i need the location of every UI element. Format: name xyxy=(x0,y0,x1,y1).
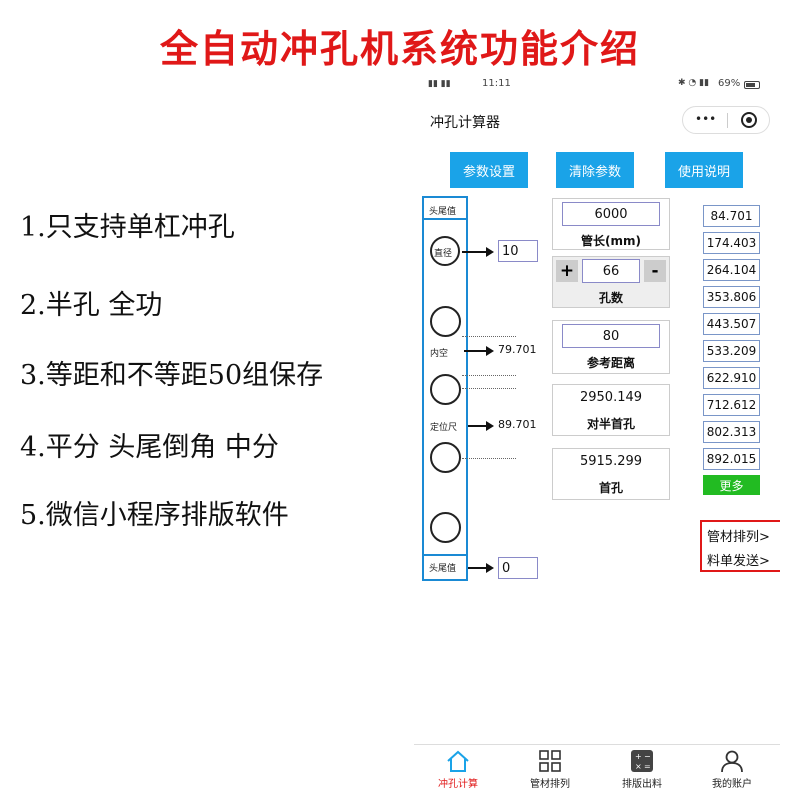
half-first-hole-box xyxy=(552,384,670,436)
bottom-nav: 冲孔计算 管材排列 +−×= 排版出料 我的账户 xyxy=(414,744,780,800)
diameter-input[interactable]: 10 xyxy=(498,240,538,262)
hole-circle xyxy=(430,442,461,473)
feature-1: 1.只支持单杠冲孔 xyxy=(20,212,235,243)
status-bar: ▮▮ ▮▮ 11:11 ✱ ◔ ▮▮ 69% xyxy=(414,76,780,96)
nav-label: 管材排列 xyxy=(530,779,570,790)
inner-space-value: 79.701 xyxy=(498,343,537,356)
half-first-hole-value: 2950.149 xyxy=(579,390,643,405)
tail-value-input[interactable]: 0 xyxy=(498,557,538,579)
diameter-label: 直径 xyxy=(434,249,453,259)
result-cell: 622.910 xyxy=(703,367,760,389)
send-list-link[interactable]: 料单发送> xyxy=(707,554,770,569)
links-box xyxy=(700,520,780,572)
nav-punch-calc[interactable]: 冲孔计算 xyxy=(418,745,498,790)
wifi-icon: ✱ ◔ ▮▮ xyxy=(678,78,710,88)
diameter-arrow xyxy=(462,247,494,257)
nav-my-account[interactable]: 我的账户 xyxy=(692,745,772,790)
calculator-icon: +−×= xyxy=(629,749,655,773)
locate-ruler-label: 定位尺 xyxy=(430,423,458,433)
ref-distance-label: 参考距离 xyxy=(586,356,635,370)
feature-3: 3.等距和不等距50组保存 xyxy=(20,360,324,391)
help-button[interactable]: 使用说明 xyxy=(665,152,743,188)
result-cell: 443.507 xyxy=(703,313,760,335)
inner-space-arrow xyxy=(464,346,494,356)
params-settings-button[interactable]: 参数设置 xyxy=(450,152,528,188)
close-circle-icon[interactable] xyxy=(741,112,757,128)
nav-layout-output[interactable]: +−×= 排版出料 xyxy=(602,745,682,790)
hole-circle xyxy=(430,374,461,405)
capsule-menu: ••• xyxy=(682,106,770,134)
feature-4: 4.平分 头尾倒角 中分 xyxy=(20,432,279,463)
tube-length-input[interactable]: 6000 xyxy=(562,202,660,226)
ref-distance-box xyxy=(552,320,670,374)
feature-2: 2.半孔 全功 xyxy=(20,290,163,321)
first-hole-box xyxy=(552,448,670,500)
svg-text:+: + xyxy=(635,752,642,761)
first-hole-value: 5915.299 xyxy=(579,454,643,469)
more-menu-button[interactable]: ••• xyxy=(695,112,717,126)
page-title: 全自动冲孔机系统功能介绍 xyxy=(159,26,640,71)
svg-text:−: − xyxy=(644,752,651,761)
result-cell: 533.209 xyxy=(703,340,760,362)
nav-tube-arrange[interactable]: 管材排列 xyxy=(510,745,590,790)
result-cell: 264.104 xyxy=(703,259,760,281)
result-cell: 712.612 xyxy=(703,394,760,416)
battery-icon xyxy=(744,81,760,89)
nav-label: 排版出料 xyxy=(622,779,662,790)
tube-length-box xyxy=(552,198,670,250)
signal-icon: ▮▮ ▮▮ xyxy=(428,79,451,89)
inner-space-label: 内空 xyxy=(430,349,449,359)
nav-label: 冲孔计算 xyxy=(438,779,478,790)
decrement-button[interactable]: - xyxy=(644,260,666,282)
home-icon xyxy=(445,749,471,773)
diameter-circle xyxy=(430,236,460,266)
half-first-hole-label: 对半首孔 xyxy=(586,417,635,431)
hole-circle xyxy=(430,512,461,543)
feature-5: 5.微信小程序排版软件 xyxy=(20,500,289,531)
tube-length-label: 管长(mm) xyxy=(581,234,641,248)
result-cell: 353.806 xyxy=(703,286,760,308)
locate-ruler-value: 89.701 xyxy=(498,418,537,431)
tube-arrange-link[interactable]: 管材排列> xyxy=(707,530,770,545)
result-cell: 802.313 xyxy=(703,421,760,443)
clear-params-button[interactable]: 清除参数 xyxy=(556,152,634,188)
user-icon xyxy=(719,749,745,773)
increment-button[interactable]: + xyxy=(556,260,578,282)
hole-count-label: 孔数 xyxy=(598,291,623,305)
head-value-label: 头尾值 xyxy=(429,207,457,217)
result-cell: 892.015 xyxy=(703,448,760,470)
first-hole-label: 首孔 xyxy=(598,481,623,495)
result-cell: 174.403 xyxy=(703,232,760,254)
result-cell: 84.701 xyxy=(703,205,760,227)
ref-distance-input[interactable]: 80 xyxy=(562,324,660,348)
locate-ruler-arrow xyxy=(468,421,494,431)
nav-label: 我的账户 xyxy=(712,779,752,790)
app-title: 冲孔计算器 xyxy=(430,115,500,131)
hole-circle xyxy=(430,306,461,337)
grid-icon xyxy=(537,749,563,773)
tail-value-arrow xyxy=(468,563,494,573)
svg-text:=: = xyxy=(644,762,651,771)
status-time: 11:11 xyxy=(482,78,511,89)
phone-screen: ▮▮ ▮▮ 11:11 ✱ ◔ ▮▮ 69% 冲孔计算器 ••• 参数设置 清除… xyxy=(414,70,780,800)
battery-percent: 69% xyxy=(718,78,741,89)
hole-count-input[interactable]: 66 xyxy=(582,259,640,283)
svg-text:×: × xyxy=(635,762,642,771)
more-results-button[interactable]: 更多 xyxy=(703,475,760,495)
tail-value-label: 头尾值 xyxy=(429,564,457,574)
